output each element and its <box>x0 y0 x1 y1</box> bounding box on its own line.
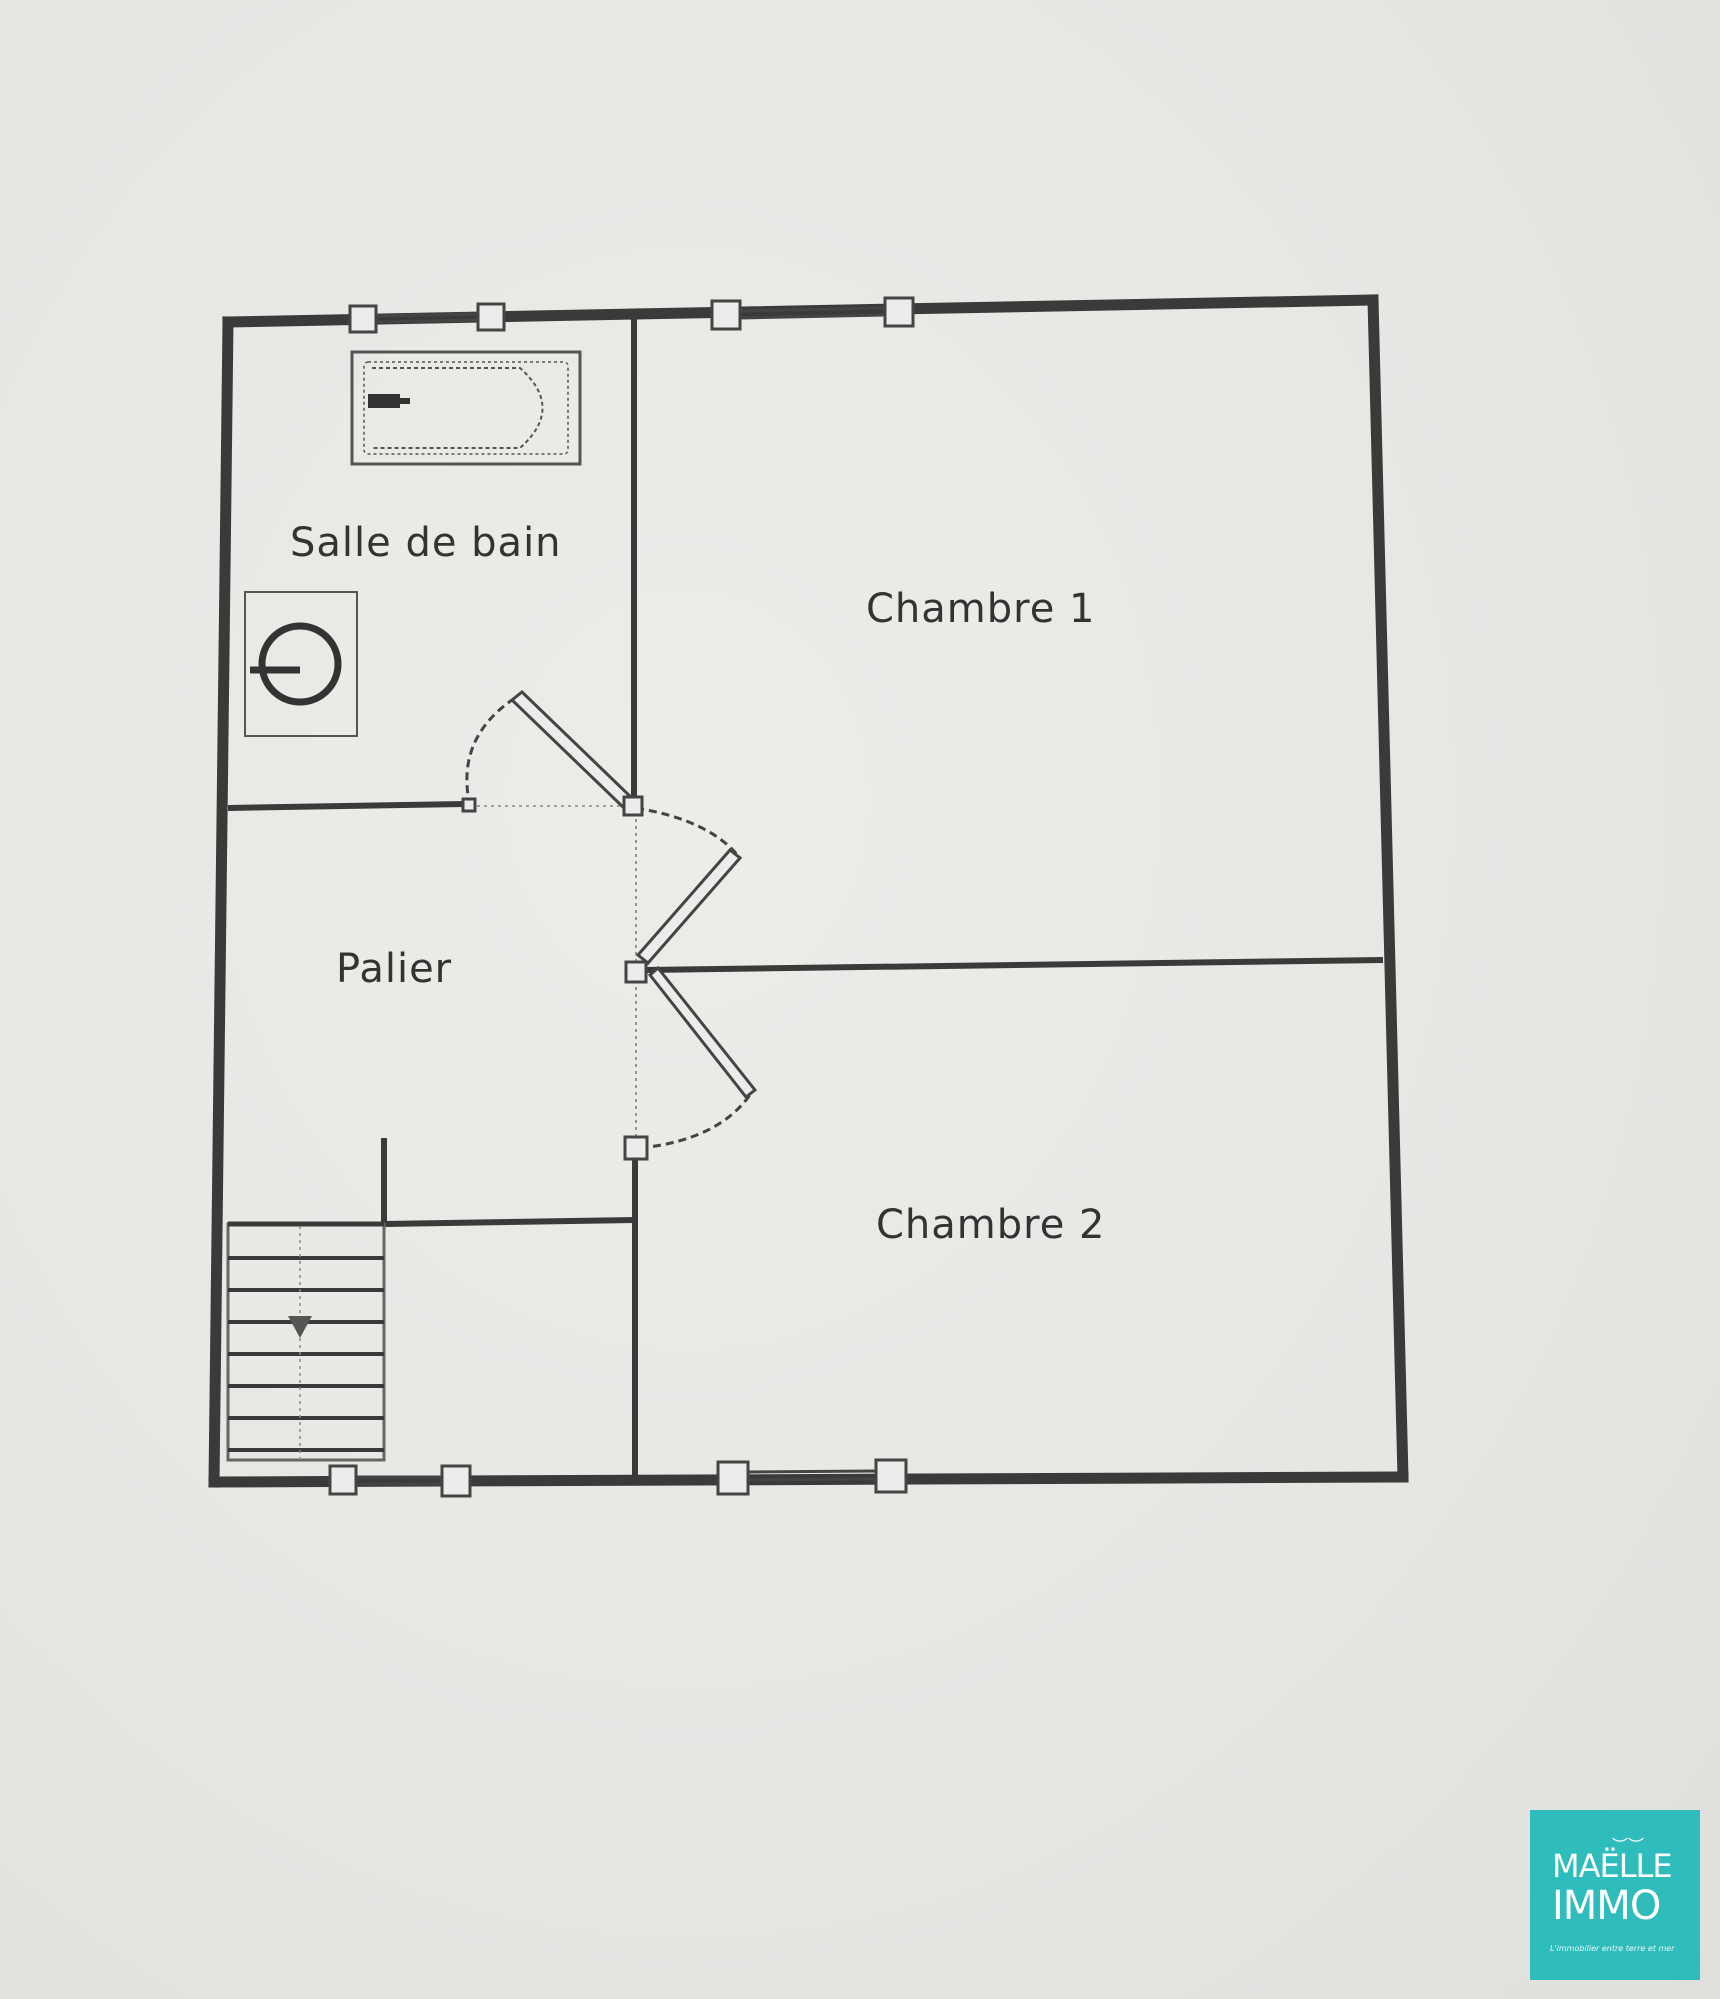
logo-text-line-2: IMMO <box>1552 1883 1661 1929</box>
room-label-bedroom-2: Chambre 2 <box>876 1202 1106 1248</box>
wall-right <box>1367 294 1409 1483</box>
room-label-landing: Palier <box>336 946 452 992</box>
wall-top-left <box>222 308 641 328</box>
faucet-icon <box>368 394 400 408</box>
exterior-walls <box>208 294 1409 1488</box>
doors <box>461 690 758 1161</box>
window-bedroom-2 <box>716 1458 908 1496</box>
room-label-bedroom-1: Chambre 1 <box>866 586 1096 632</box>
wall-closet-top <box>383 1217 636 1227</box>
door-bedroom-2 <box>623 960 758 1161</box>
washing-machine <box>244 591 358 737</box>
interior-walls <box>227 318 1384 1478</box>
wall-bath-landing <box>227 801 466 811</box>
door-bathroom <box>461 690 637 813</box>
window-bedroom-1 <box>710 296 915 331</box>
stairs-arrow-icon <box>288 1316 312 1338</box>
window-bathroom <box>348 302 506 334</box>
window-stairs <box>328 1464 472 1498</box>
logo-tagline: L'immobilier entre terre et mer <box>1550 1944 1675 1953</box>
door-bedroom-1 <box>622 795 743 966</box>
room-label-bathroom: Salle de bain <box>290 520 562 566</box>
logo-text-line-1: MAËLLE <box>1552 1847 1673 1885</box>
wall-left <box>208 316 234 1488</box>
wall-bedroom1-bedroom2 <box>644 957 1384 973</box>
brand-logo: ︶︶ MAËLLE IMMO L'immobilier entre terre … <box>1530 1810 1700 1980</box>
bathtub <box>350 350 582 466</box>
windows <box>328 296 915 1498</box>
staircase <box>226 1221 386 1462</box>
bird-icon: ︶︶ <box>1612 1836 1645 1855</box>
